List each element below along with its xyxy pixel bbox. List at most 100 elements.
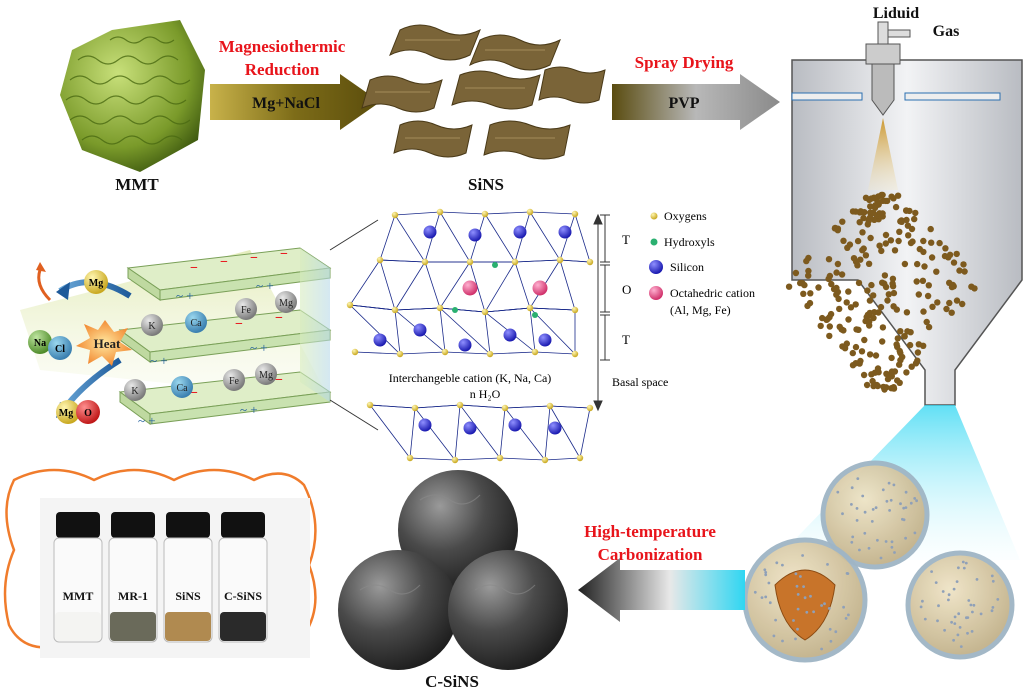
cl-ball [48, 336, 72, 360]
csins-label: C-SiNS [425, 672, 479, 691]
lattice-edge [439, 307, 486, 313]
capsule-dot [953, 615, 957, 619]
droplet [888, 368, 896, 375]
ion-mg-2: Mg [259, 370, 273, 381]
droplet [890, 385, 898, 392]
capsule-dot [953, 622, 957, 625]
legend-silicon: Silicon [670, 260, 704, 274]
lattice-edge [504, 405, 551, 462]
droplet [862, 194, 870, 201]
capsule-dot [885, 499, 889, 503]
oxygen-atom [406, 454, 414, 462]
droplet [826, 323, 833, 330]
droplet [953, 250, 960, 258]
droplet [859, 229, 866, 236]
droplet [846, 241, 854, 248]
droplet [882, 384, 890, 391]
carbonization-step: High-temperature Carbonization [578, 522, 745, 622]
lattice-edge [514, 259, 561, 263]
capsule-dot [855, 519, 859, 522]
vial-cap [166, 512, 210, 538]
ion-fe-2: Fe [229, 376, 240, 387]
droplet [845, 288, 852, 295]
capsule-dot [923, 617, 927, 621]
oxygen-atom [541, 456, 549, 464]
droplet [850, 255, 858, 262]
capsule-dot [870, 520, 874, 523]
droplet [861, 336, 868, 344]
droplet [866, 297, 874, 304]
capsule-dot [767, 581, 771, 585]
hydroxyl [492, 262, 498, 268]
lattice-edge [394, 261, 441, 311]
silicon-legend-icon [649, 260, 663, 274]
capsule-dot [826, 563, 829, 566]
droplet [826, 314, 833, 321]
silicon-atom [548, 421, 562, 435]
capsule-dot [855, 507, 859, 510]
capsule-dot [795, 584, 799, 588]
svg-text:~ +: ~ + [240, 402, 258, 417]
droplet [971, 285, 978, 292]
lattice-edge [349, 304, 396, 311]
capsule-dot [863, 510, 867, 514]
lattice-edge [484, 211, 531, 215]
capsule-dot [958, 626, 962, 629]
spray-dryer: Liduid Gas [785, 5, 1023, 406]
droplet [906, 341, 914, 349]
silicon-atom [423, 225, 437, 239]
capsule-dot [975, 578, 979, 581]
droplet [870, 314, 877, 322]
droplet [948, 283, 956, 291]
droplet [907, 239, 915, 247]
vial-cap [111, 512, 155, 538]
droplet [948, 309, 955, 316]
droplet [872, 202, 879, 209]
step2-arrow-label: PVP [668, 95, 699, 112]
droplet [863, 381, 871, 389]
droplet [888, 354, 895, 362]
svg-text:−: − [190, 261, 198, 276]
layer-o: O [622, 282, 631, 297]
vial-label: C-SiNS [224, 589, 262, 603]
ion-k-1: K [148, 321, 156, 332]
droplet [904, 328, 911, 335]
droplet [905, 232, 912, 239]
lattice-edge [529, 211, 576, 215]
droplet [836, 305, 843, 313]
lattice-edge [484, 261, 531, 313]
step3-arrow [578, 558, 745, 622]
lattice-edge [399, 351, 446, 355]
oxygen-atom [511, 258, 519, 266]
droplet [828, 280, 835, 288]
mgo-mg-ball [56, 400, 80, 424]
droplet [897, 218, 904, 225]
droplet [896, 228, 903, 235]
droplet [834, 260, 842, 268]
droplet [879, 279, 886, 286]
droplet [889, 275, 897, 282]
capsule-dot [899, 502, 902, 506]
capsule-dot [881, 488, 885, 492]
svg-text:~ +: ~ + [176, 288, 194, 303]
step1-arrow [210, 74, 380, 130]
capsule-dot [913, 531, 917, 535]
oxygen-atom [526, 304, 534, 312]
droplet [840, 327, 847, 334]
silicon-atom [413, 323, 427, 337]
droplet [912, 209, 919, 217]
capsule-dot [828, 627, 832, 631]
lattice-edge [499, 457, 546, 461]
oxygen-atom [346, 301, 354, 309]
droplet [892, 203, 900, 211]
droplet [920, 308, 927, 315]
oxygen-atom [411, 404, 419, 412]
droplet [946, 299, 953, 307]
nozzle [871, 63, 895, 116]
mg-ball-label: Mg [89, 278, 103, 289]
droplet [924, 292, 932, 300]
lattice-edge [394, 211, 441, 216]
capsule-dot [915, 499, 918, 503]
hydroxyl [532, 312, 538, 318]
capsule-dot [957, 566, 960, 570]
